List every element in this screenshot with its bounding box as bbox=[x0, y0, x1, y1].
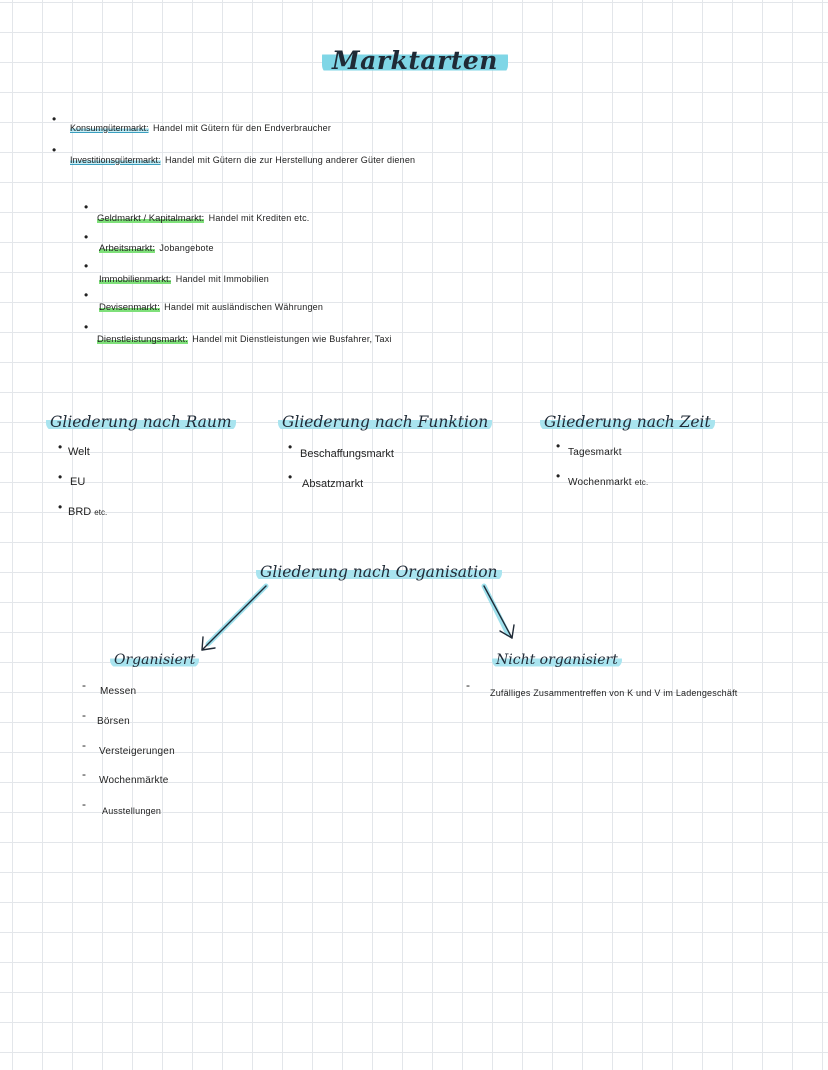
heading-funktion: Gliederung nach Funktion bbox=[278, 413, 493, 431]
term-description: Handel mit Dienstleistungen wie Busfahre… bbox=[192, 334, 392, 344]
dash-marker: - bbox=[82, 738, 86, 752]
heading-nicht-organisiert: Nicht organisiert bbox=[492, 652, 622, 668]
funktion-item-beschaffung: Beschaffungsmarkt bbox=[300, 448, 394, 460]
list-item-dienstleistungsmarkt: Dienstleistungsmarkt: Handel mit Dienstl… bbox=[97, 329, 392, 347]
term-label: Devisenmarkt: bbox=[99, 302, 160, 313]
heading-zeit: Gliederung nach Zeit bbox=[540, 413, 715, 431]
zeit-item-tagesmarkt: Tagesmarkt bbox=[568, 447, 622, 458]
term-description: Jobangebote bbox=[159, 243, 214, 253]
funktion-item-absatz: Absatzmarkt bbox=[302, 478, 364, 490]
heading-organisiert: Organisiert bbox=[110, 652, 200, 668]
heading-zeit-text: Gliederung nach Zeit bbox=[540, 413, 715, 431]
bullet-dot: • bbox=[58, 500, 63, 514]
arrow-left-head bbox=[201, 636, 216, 651]
arrow-left-line bbox=[201, 585, 267, 651]
dash-marker: - bbox=[82, 708, 86, 722]
bullet-dot: • bbox=[58, 440, 63, 454]
list-item-devisenmarkt: Devisenmarkt: Handel mit ausländischen W… bbox=[99, 297, 323, 315]
list-item-konsumgueter: Konsumgütermarkt: Handel mit Gütern für … bbox=[70, 118, 331, 136]
zeit-item-wochenmarkt-text: Wochenmarkt bbox=[568, 477, 632, 488]
heading-funktion-text: Gliederung nach Funktion bbox=[278, 413, 493, 431]
organisiert-item-boersen: Börsen bbox=[97, 716, 130, 727]
dash-marker: - bbox=[82, 797, 86, 811]
organisiert-item-versteigerungen: Versteigerungen bbox=[99, 746, 175, 757]
term-description: Handel mit Immobilien bbox=[175, 274, 270, 284]
heading-organisation: Gliederung nach Organisation bbox=[256, 563, 502, 581]
term-label: Investitionsgütermarkt: bbox=[70, 155, 161, 165]
term-label: Immobilienmarkt: bbox=[99, 274, 172, 285]
raum-item-brd-text: BRD bbox=[68, 506, 92, 518]
list-item-investitionsgueter: Investitionsgütermarkt: Handel mit Güter… bbox=[70, 150, 415, 168]
term-description: Handel mit Gütern die zur Herstellung an… bbox=[165, 155, 416, 165]
zeit-etc: etc. bbox=[634, 478, 649, 487]
bullet-dot: • bbox=[288, 470, 293, 484]
list-item-geldmarkt: Geldmarkt / Kapitalmarkt: Handel mit Kre… bbox=[97, 208, 309, 226]
term-label: Dienstleistungsmarkt: bbox=[97, 334, 188, 345]
list-item-immobilienmarkt: Immobilienmarkt: Handel mit Immobilien bbox=[99, 269, 269, 287]
heading-organisation-text: Gliederung nach Organisation bbox=[256, 563, 502, 581]
page-title-text: Marktarten bbox=[322, 46, 508, 75]
bullet-dot: • bbox=[556, 469, 561, 483]
heading-nicht-organisiert-text: Nicht organisiert bbox=[492, 652, 622, 668]
bullet-dot: • bbox=[288, 440, 293, 454]
term-description: Handel mit ausländischen Währungen bbox=[164, 302, 324, 312]
bullet-dot: • bbox=[52, 112, 57, 126]
term-label: Arbeitsmarkt: bbox=[99, 243, 155, 254]
list-item-arbeitsmarkt: Arbeitsmarkt: Jobangebote bbox=[99, 238, 214, 256]
bullet-dot: • bbox=[84, 320, 89, 334]
organisiert-item-messen: Messen bbox=[100, 686, 137, 697]
page-title: Marktarten bbox=[322, 46, 508, 75]
nicht-organisiert-item: Zufälliges Zusammentreffen von K und V i… bbox=[490, 688, 738, 698]
organisiert-item-wochenmaerkte: Wochenmärkte bbox=[99, 775, 169, 786]
heading-organisiert-text: Organisiert bbox=[110, 652, 200, 668]
heading-raum-text: Gliederung nach Raum bbox=[46, 413, 236, 431]
bullet-dot: • bbox=[84, 200, 89, 214]
term-label: Geldmarkt / Kapitalmarkt: bbox=[97, 213, 205, 224]
zeit-item-wochenmarkt: Wochenmarkt etc. bbox=[568, 477, 648, 488]
dash-marker: - bbox=[466, 678, 470, 692]
bullet-dot: • bbox=[84, 288, 89, 302]
bullet-dot: • bbox=[58, 470, 63, 484]
heading-raum: Gliederung nach Raum bbox=[46, 413, 236, 431]
bullet-dot: • bbox=[84, 230, 89, 244]
term-description: Handel mit Gütern für den Endverbraucher bbox=[152, 123, 332, 133]
dash-marker: - bbox=[82, 678, 86, 692]
bullet-dot: • bbox=[84, 259, 89, 273]
term-description: Handel mit Krediten etc. bbox=[208, 213, 310, 223]
dash-marker: - bbox=[82, 767, 86, 781]
bullet-dot: • bbox=[556, 439, 561, 453]
bullet-dot: • bbox=[52, 143, 57, 157]
raum-item-brd: BRD etc. bbox=[68, 506, 107, 518]
raum-item-welt: Welt bbox=[68, 446, 90, 458]
organisiert-item-ausstellungen: Ausstellungen bbox=[102, 806, 162, 816]
arrow-right-line bbox=[483, 585, 513, 639]
raum-item-eu: EU bbox=[70, 476, 86, 488]
raum-etc: etc. bbox=[94, 508, 108, 517]
arrow-right-head bbox=[499, 624, 515, 639]
term-label: Konsumgütermarkt: bbox=[70, 123, 149, 133]
